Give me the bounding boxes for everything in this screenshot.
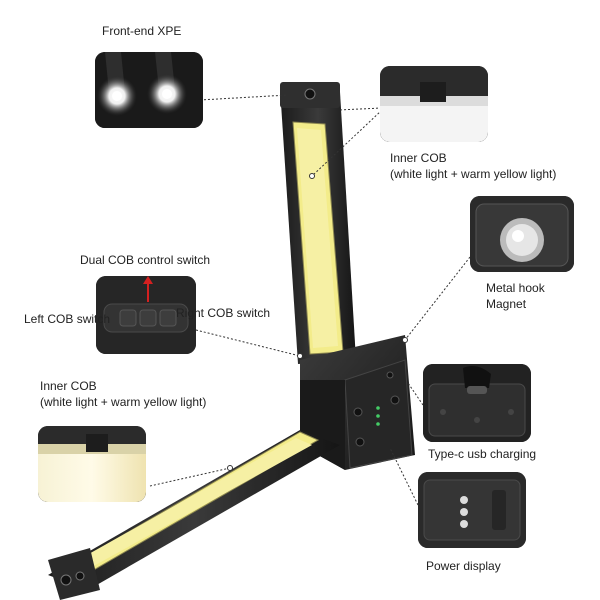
label-inner-cob-top: Inner COB (white light + warm yellow lig… <box>390 150 556 182</box>
type-c-inset <box>423 364 531 442</box>
magnet-icon <box>470 196 574 272</box>
switch-buttons-icon <box>96 276 196 354</box>
switch-inset <box>96 276 196 354</box>
label-inner-cob-left: Inner COB (white light + warm yellow lig… <box>40 378 206 410</box>
leader-dot <box>309 173 315 179</box>
label-inner-cob-top-line2: (white light + warm yellow light) <box>390 167 557 181</box>
leader-dot <box>402 337 408 343</box>
warm-cob-light-icon <box>38 426 146 502</box>
power-display-inset <box>418 472 526 548</box>
label-inner-cob-top-line1: Inner COB <box>390 151 447 165</box>
inner-cob-top-inset <box>380 66 488 142</box>
label-metal-hook: Metal hook Magnet <box>486 280 545 312</box>
label-dual-cob-switch: Dual COB control switch <box>80 253 211 267</box>
inner-cob-left-inset <box>38 426 146 502</box>
label-power-display: Power display <box>426 559 501 573</box>
label-metal-hook-line2: Magnet <box>486 297 527 311</box>
leader-dot <box>297 353 303 359</box>
leader-dot <box>227 465 233 471</box>
metal-hook-inset <box>470 196 574 272</box>
label-metal-hook-line1: Metal hook <box>486 281 545 295</box>
led-dots-icon <box>418 472 526 548</box>
vertical-arm <box>280 82 356 364</box>
label-inner-cob-left-line1: Inner COB <box>40 379 97 393</box>
leader-lines <box>149 94 471 506</box>
usb-c-icon <box>423 364 531 442</box>
label-left-cob-switch: Left COB switch <box>24 312 111 326</box>
label-right-cob-switch: Right COB switch <box>176 306 271 320</box>
cob-light-icon <box>380 66 488 142</box>
xpe-led-icon <box>95 52 203 128</box>
front-xpe-inset <box>95 52 203 128</box>
label-type-c-charging: Type-c usb charging <box>428 447 537 461</box>
horizontal-arm <box>48 430 340 600</box>
label-inner-cob-left-line2: (white light + warm yellow light) <box>40 395 207 409</box>
label-front-end-xpe: Front-end XPE <box>102 24 182 38</box>
arrow-up-icon <box>143 276 153 302</box>
